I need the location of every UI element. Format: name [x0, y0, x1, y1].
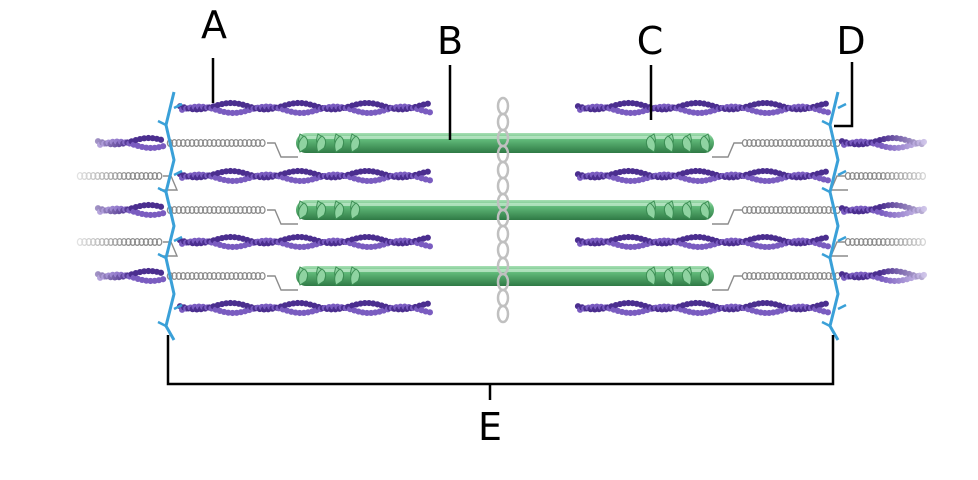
- myosin-head: [316, 135, 327, 153]
- z-disc-branch: [837, 102, 847, 110]
- actin-right: [574, 299, 832, 317]
- z-disc-branch: [837, 235, 847, 243]
- actin-right: [574, 167, 832, 185]
- leader-d: [834, 62, 854, 128]
- myosin-head: [316, 268, 327, 286]
- label-c: C: [637, 19, 664, 63]
- myosin-head: [663, 202, 674, 220]
- titin-left: [166, 205, 298, 225]
- z-disc-branch: [821, 186, 831, 194]
- z-disc-right: [828, 91, 840, 341]
- z-disc-branch: [173, 235, 183, 243]
- m-line-link: [496, 288, 510, 308]
- actin-left: [176, 99, 433, 117]
- m-line-link: [496, 176, 510, 196]
- titin-left: [166, 138, 298, 158]
- left-fade: [60, 120, 130, 300]
- myosin-head: [663, 268, 674, 286]
- myosin-head: [350, 135, 361, 153]
- actin-left: [176, 299, 433, 317]
- z-disc-branch: [821, 119, 831, 127]
- actin-left: [176, 167, 433, 185]
- z-disc-branch: [173, 169, 183, 177]
- m-line-link: [496, 160, 510, 180]
- myosin-head: [350, 202, 361, 220]
- myosin-head: [298, 202, 309, 220]
- label-a: A: [201, 3, 227, 47]
- z-disc-branch: [837, 303, 847, 311]
- myosin-thick-filaments: [296, 133, 714, 286]
- myosin-heads: [298, 133, 710, 286]
- titin-right: [712, 138, 841, 158]
- m-line: [496, 96, 510, 324]
- myosin-head: [663, 135, 674, 153]
- myosin-head: [681, 202, 692, 220]
- m-line-link: [496, 112, 510, 132]
- label-e: E: [478, 405, 502, 449]
- z-disc-branch: [821, 252, 831, 260]
- myosin-head: [316, 202, 327, 220]
- actin-left: [176, 233, 433, 251]
- titin-right: [712, 205, 841, 225]
- myosin-head: [645, 268, 656, 286]
- label-b: B: [437, 19, 463, 63]
- myosin-head: [699, 268, 710, 286]
- actin-right: [574, 233, 832, 251]
- myosin-thick-filament: [296, 133, 714, 153]
- m-line-link: [496, 224, 510, 244]
- z-disc-branch: [173, 303, 183, 311]
- z-disc-branch: [837, 169, 847, 177]
- z-disc-branch: [157, 320, 167, 328]
- myosin-head: [645, 135, 656, 153]
- myosin-head: [645, 202, 656, 220]
- myosin-head: [699, 202, 710, 220]
- titin-left: [166, 271, 298, 291]
- leader-lines: [166, 58, 854, 400]
- m-line-link: [496, 240, 510, 260]
- z-disc-branch: [821, 320, 831, 328]
- myosin-head: [334, 135, 345, 153]
- titin-right: [712, 271, 841, 291]
- myosin-head: [334, 202, 345, 220]
- z-disc-branch: [157, 186, 167, 194]
- leader-e-bracket: [166, 335, 835, 386]
- myosin-head: [298, 268, 309, 286]
- label-d: D: [836, 19, 865, 63]
- m-line-link: [496, 304, 510, 324]
- actin-thin-filaments: [94, 99, 928, 317]
- myosin-head: [699, 135, 710, 153]
- myosin-head: [681, 268, 692, 286]
- myosin-head: [298, 135, 309, 153]
- z-disc-branch: [157, 119, 167, 127]
- z-discs: [157, 91, 847, 341]
- myosin-head: [350, 268, 361, 286]
- actin-right: [574, 99, 832, 117]
- myosin-head: [334, 268, 345, 286]
- myosin-head: [681, 135, 692, 153]
- z-disc-branch: [157, 252, 167, 260]
- z-disc-branch: [173, 102, 183, 110]
- right-fade: [880, 120, 950, 300]
- m-line-link: [496, 96, 510, 116]
- z-disc-left: [164, 91, 176, 341]
